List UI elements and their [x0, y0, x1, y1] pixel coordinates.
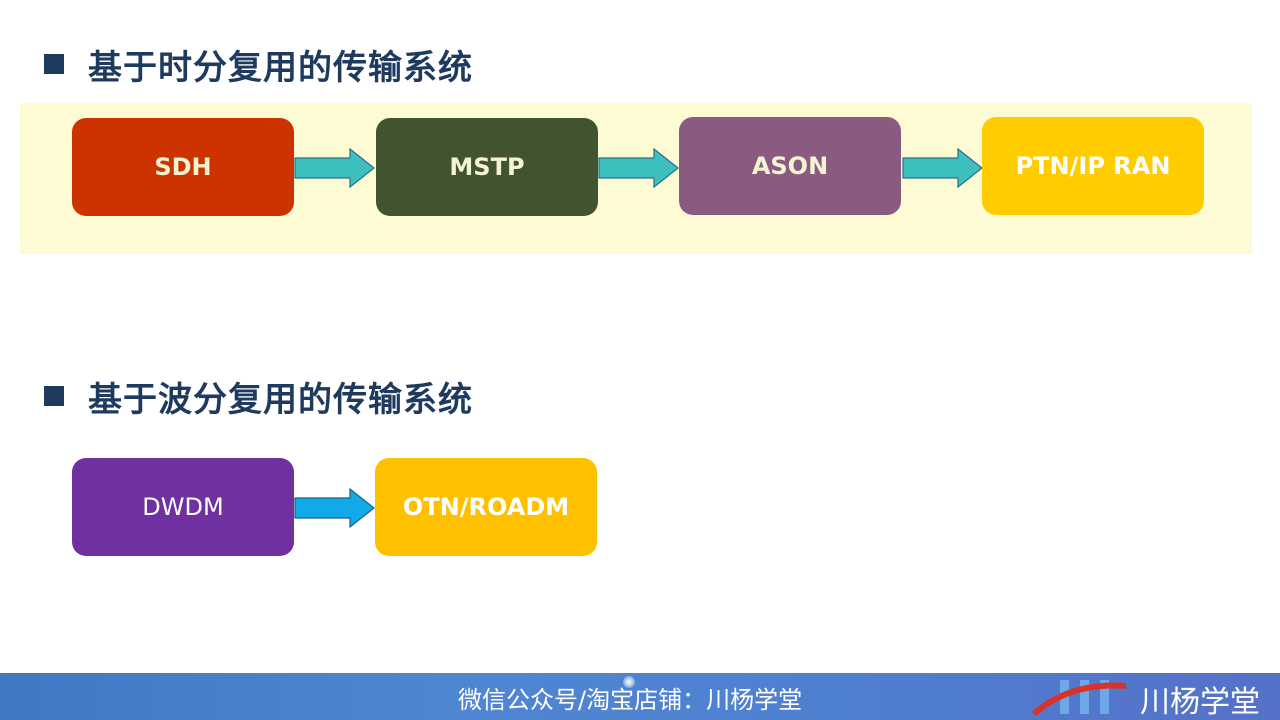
footer-text: 微信公众号/淘宝店铺：川杨学堂: [458, 686, 803, 714]
section1-title: 基于时分复用的传输系统: [88, 47, 473, 88]
arrow-right-icon: [598, 148, 679, 188]
node-mstp: MSTP: [376, 118, 598, 216]
logo-icon: [1032, 680, 1127, 717]
square-bullet-icon: [44, 386, 64, 406]
node-ptn-ipran-label: PTN/IP RAN: [1015, 152, 1171, 180]
node-sdh: SDH: [72, 118, 294, 216]
node-ptn-ipran: PTN/IP RAN: [982, 117, 1204, 215]
brand-name: 川杨学堂: [1140, 685, 1260, 720]
section1-heading: 基于时分复用的传输系统: [44, 44, 473, 88]
section2-title: 基于波分复用的传输系统: [88, 379, 473, 420]
square-bullet-icon: [44, 54, 64, 74]
node-dwdm: DWDM: [72, 458, 294, 556]
node-ason-label: ASON: [751, 152, 829, 180]
arrow-right-icon: [294, 148, 375, 188]
arrow-right-icon: [902, 148, 983, 188]
node-mstp-label: MSTP: [449, 153, 525, 181]
node-ason: ASON: [679, 117, 901, 215]
arrow-right-icon: [294, 488, 375, 528]
node-sdh-label: SDH: [154, 153, 212, 181]
node-otn-roadm-label: OTN/ROADM: [402, 493, 570, 521]
section2-heading: 基于波分复用的传输系统: [44, 376, 473, 420]
node-dwdm-label: DWDM: [142, 493, 224, 521]
sparkle-icon: [623, 676, 635, 688]
node-otn-roadm: OTN/ROADM: [375, 458, 597, 556]
